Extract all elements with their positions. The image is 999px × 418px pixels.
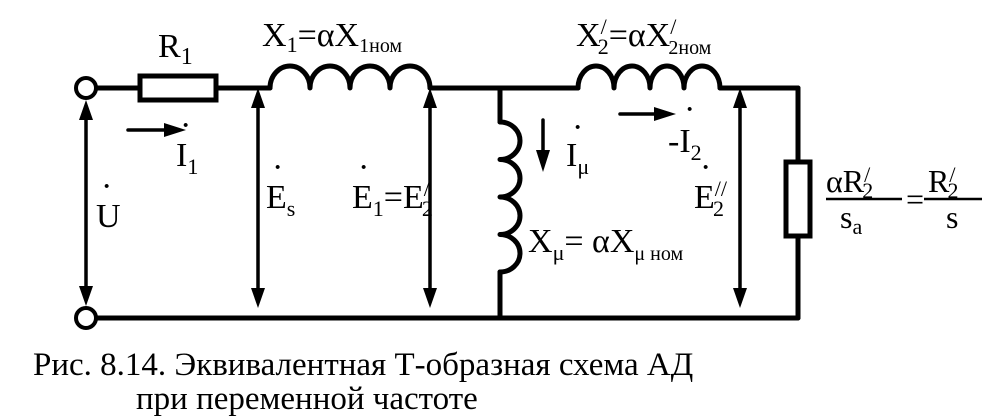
label-load-formula: αR/2 sa = R/2 s bbox=[826, 162, 982, 239]
label-e1-dot: · bbox=[358, 149, 369, 186]
label-e2-dot: · bbox=[700, 149, 711, 186]
arrow-e2 bbox=[733, 88, 747, 308]
label-i2: -I2 bbox=[668, 123, 702, 165]
label-u: U bbox=[96, 198, 121, 235]
label-i2-dot: · bbox=[684, 91, 695, 128]
inductor-xmu bbox=[497, 119, 523, 275]
label-x1: X1=αX1ном bbox=[262, 17, 402, 57]
arrow-i2 bbox=[618, 107, 676, 121]
label-r1: R1 bbox=[158, 28, 193, 70]
arrow-i1 bbox=[126, 123, 186, 137]
label-i1-dot: · bbox=[180, 107, 191, 144]
label-x2: X/2=αX/2ном bbox=[576, 14, 712, 59]
label-imu-dot: · bbox=[572, 109, 583, 146]
svg-text:=: = bbox=[906, 181, 924, 217]
circuit-wires bbox=[93, 85, 801, 321]
svg-text:s: s bbox=[946, 199, 958, 235]
inductor-x1 bbox=[267, 63, 433, 91]
resistor-load bbox=[783, 159, 813, 239]
label-es-dot: · bbox=[272, 149, 283, 186]
svg-text:R/2: R/2 bbox=[928, 162, 958, 203]
inductor-x2 bbox=[575, 63, 723, 91]
label-u-dot: · bbox=[101, 168, 112, 205]
label-i1: I1 bbox=[176, 137, 198, 179]
svg-text:αR/2: αR/2 bbox=[826, 162, 873, 203]
arrow-es bbox=[251, 88, 265, 308]
label-imu: Iμ bbox=[566, 137, 589, 179]
svg-text:sa: sa bbox=[840, 199, 862, 239]
label-e2: E//2 bbox=[694, 176, 728, 221]
input-terminal-top bbox=[74, 76, 98, 100]
label-es: Es bbox=[266, 179, 295, 221]
figure-caption-line-1: Рис. 8.14. Эквивалентная Т-образная схем… bbox=[33, 347, 694, 383]
arrow-u bbox=[79, 100, 93, 306]
input-terminal-bottom bbox=[74, 306, 98, 330]
arrow-imu bbox=[536, 118, 550, 172]
arrow-e1 bbox=[423, 88, 437, 308]
label-xmu: Xμ= αXμ ном bbox=[528, 223, 683, 265]
label-e1: E1=E/2 bbox=[352, 176, 433, 221]
figure-caption-line-2: при переменной частоте bbox=[136, 381, 478, 417]
resistor-r1 bbox=[137, 73, 219, 103]
